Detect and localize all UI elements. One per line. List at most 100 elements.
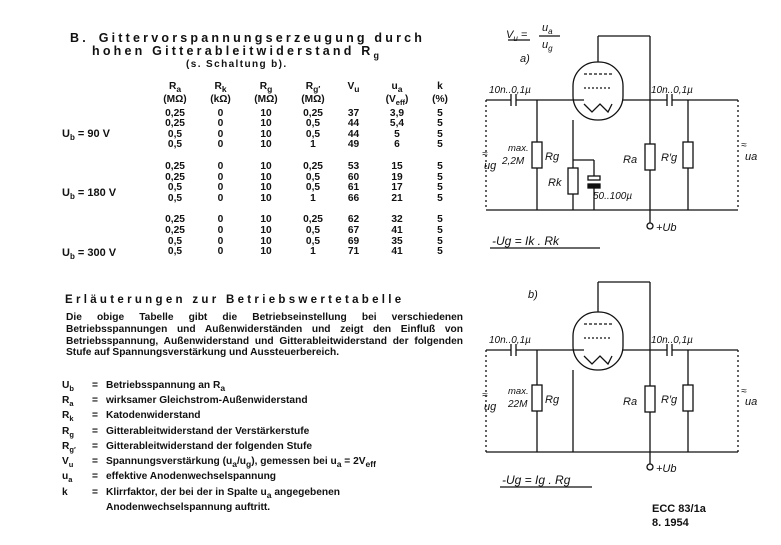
legend-symbol: k xyxy=(62,486,68,498)
legend-text: Betriebsspannung an Ra xyxy=(106,380,226,394)
table-cell: 0,25 xyxy=(165,107,185,119)
table-cell: 10 xyxy=(260,246,272,258)
table-cell: 0 xyxy=(217,182,224,194)
table-cell: 61 xyxy=(347,182,360,194)
formula-numerator: ua xyxy=(542,22,553,36)
table-cell: 0,5 xyxy=(167,246,183,258)
legend-text: Spannungsverstärkung (ua/ug), gemessen b… xyxy=(106,456,376,470)
unit-ua: (Veff) xyxy=(385,93,409,107)
table-cell: 5 xyxy=(437,118,443,130)
rg-a-value: 2,2M xyxy=(501,156,525,167)
table-cell: 44 xyxy=(347,118,360,130)
resistor-b-ra xyxy=(644,385,656,413)
legend-text: wirksamer Gleichstrom-Außenwiderstand xyxy=(106,395,308,407)
legend-item: k=Klirrfaktor, der bei der in Spalte ua … xyxy=(62,487,376,502)
legend-item: Anodenwechselspannung auftritt. xyxy=(62,502,376,516)
tube-b-heater xyxy=(583,355,613,366)
table-cell: 0 xyxy=(217,107,224,119)
circuit-a-label: a) xyxy=(520,53,530,65)
table-cell: 0 xyxy=(217,161,224,172)
legend-item: Rk=Katodenwiderstand xyxy=(62,410,376,425)
section-label: B. xyxy=(70,31,89,45)
table-cell: 10 xyxy=(260,118,272,130)
table-cell: 0 xyxy=(217,214,224,226)
svg-text:≈: ≈ xyxy=(741,386,747,397)
table-cell: 15 xyxy=(391,161,403,172)
cap-a-out-label: 10n..0,1µ xyxy=(651,85,693,96)
col-header-ua: ua xyxy=(391,81,403,95)
table-cell: 10 xyxy=(260,107,272,119)
unit-rk: (kΩ) xyxy=(210,93,231,105)
table-cell: 0,5 xyxy=(167,192,183,204)
table-cell: 5 xyxy=(394,128,400,140)
unit-k: (%) xyxy=(432,93,448,105)
table-cell: 5 xyxy=(437,128,443,140)
circuit-b-label: b) xyxy=(528,289,538,301)
table-cell: 10 xyxy=(260,139,272,151)
table-cell: 0,5 xyxy=(305,128,321,140)
table-cell: 0 xyxy=(217,192,224,204)
table-cell: 0 xyxy=(217,224,224,236)
table-cell: 0,25 xyxy=(165,171,185,183)
table-cell: 0,5 xyxy=(305,182,321,194)
rg-a-label: Rg xyxy=(545,151,560,163)
table-cell: 44 xyxy=(347,128,360,140)
legend-item: Ub=Betriebsspannung an Ra xyxy=(62,380,376,395)
table-cell: 0,5 xyxy=(167,128,183,140)
table-cell: 53 xyxy=(347,161,360,172)
col-header-rg2: Rg′ xyxy=(305,81,321,95)
table-cell: 67 xyxy=(347,224,360,236)
table-cell: 60 xyxy=(347,171,360,183)
svg-text:≈: ≈ xyxy=(741,140,747,151)
explanation-body: Die obige Tabelle gibt die Betriebseinst… xyxy=(66,312,463,359)
table-cell: 62 xyxy=(347,214,360,226)
section-heading: B. Gittervorspannungserzeugung durch xyxy=(70,31,425,45)
table-cell: 71 xyxy=(347,246,360,258)
ub-label-180: Ub = 180 V xyxy=(62,187,117,202)
table-cell: 1 xyxy=(310,139,316,151)
table-cell: 5 xyxy=(437,214,443,226)
legend-symbol: Rg xyxy=(62,425,74,439)
table-cell: 0 xyxy=(217,171,224,183)
table-cell: 0 xyxy=(217,118,224,130)
table-cell: 10 xyxy=(260,128,272,140)
table-cell: 0,5 xyxy=(167,139,183,151)
table-cell: 49 xyxy=(347,139,360,151)
ua-a-label: ua xyxy=(745,151,757,163)
table-cell: 37 xyxy=(347,107,360,119)
col-header-ra: Ra xyxy=(168,81,182,95)
legend-text: Anodenwechselspannung auftritt. xyxy=(106,501,271,513)
resistor-a-rk xyxy=(567,167,579,195)
cap-a-in-label: 10n..0,1µ xyxy=(489,85,531,96)
operating-data-table: Ra Rk Rg Rg′ Vu ua k (MΩ) (kΩ) (MΩ) (MΩ)… xyxy=(150,81,458,258)
unit-ra: (MΩ) xyxy=(163,93,187,105)
table-cell: 10 xyxy=(260,192,272,204)
table-cell: 3,9 xyxy=(389,107,405,119)
legend-text: effektive Anodenwechselspannung xyxy=(106,471,277,483)
legend-item: Ra=wirksamer Gleichstrom-Außenwiderstand xyxy=(62,395,376,410)
table-cell: 66 xyxy=(347,192,360,204)
formula-vu: Vu = xyxy=(506,29,528,43)
ra-a-label: Ra xyxy=(623,154,637,166)
ug-b-label: ug xyxy=(484,401,497,413)
table-cell: 41 xyxy=(391,246,403,258)
table-cell: 19 xyxy=(391,171,403,183)
table-cell: 0 xyxy=(217,235,224,247)
supply-b-label: +Ub xyxy=(656,463,677,475)
table-cell: 6 xyxy=(394,139,400,151)
legend-text: Gitterableitwiderstand der Verstärkerstu… xyxy=(106,425,310,437)
table-cell: 0,25 xyxy=(165,214,185,226)
rg2-a-label: R′g xyxy=(661,152,678,164)
table-cell: 0,5 xyxy=(167,182,183,194)
table-cell: 0,25 xyxy=(165,224,185,236)
terminal-b-supply xyxy=(646,463,654,471)
